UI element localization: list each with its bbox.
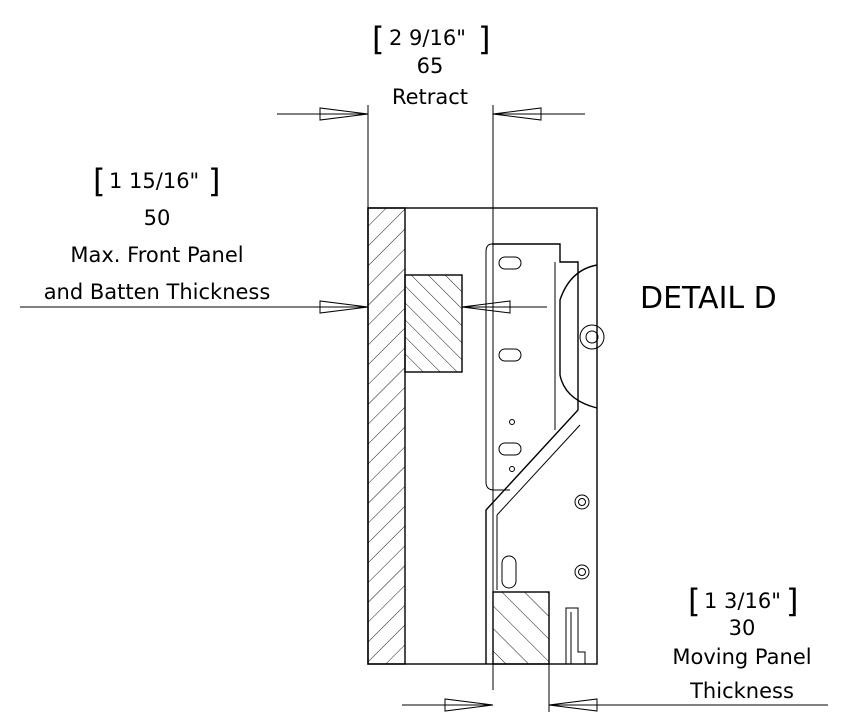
moving-panel-dimension: [ 1 3/16" ] 30 Moving Panel Thickness xyxy=(402,582,828,712)
moving-panel-label-line2: Thickness xyxy=(689,679,794,703)
slot-3 xyxy=(498,442,522,456)
roller-hub xyxy=(579,324,605,350)
front-panel-dimension: [ 1 15/16" ] 50 Max. Front Panel and Bat… xyxy=(20,162,547,314)
front-panel-bracket-right: ] xyxy=(208,162,220,200)
retract-bracket-left: [ xyxy=(372,20,384,58)
front-panel-mm-value: 50 xyxy=(144,206,171,230)
mechanism-bracket xyxy=(485,243,579,664)
retract-label: Retract xyxy=(392,85,468,109)
moving-panel-bracket-right: ] xyxy=(786,582,798,620)
screw-2-inner xyxy=(578,568,586,576)
slot-1 xyxy=(498,256,522,270)
batten-hatched xyxy=(404,274,463,373)
moving-panel-arrow-right xyxy=(548,698,598,712)
roller-wheel xyxy=(559,264,598,409)
roller-hub-inner xyxy=(585,330,599,344)
front-panel-inch-value: 1 15/16" xyxy=(109,169,199,193)
slot-vertical xyxy=(501,555,517,589)
bracket-inner-outline xyxy=(485,243,510,491)
retract-dimension: [ 2 9/16" ] 65 Retract xyxy=(277,20,585,690)
retract-arrow-right xyxy=(492,107,542,121)
front-panel-hatched xyxy=(367,207,406,665)
hole-2 xyxy=(509,466,515,472)
moving-panel-inch-value: 1 3/16" xyxy=(704,589,781,613)
hole-1 xyxy=(509,419,515,425)
detail-label: DETAIL D xyxy=(640,281,777,316)
moving-panel-mm-value: 30 xyxy=(729,616,756,640)
front-panel-arrow-left xyxy=(319,300,369,314)
front-panel-label-line1: Max. Front Panel xyxy=(70,243,243,267)
retract-mm-value: 65 xyxy=(417,54,444,78)
screw-1 xyxy=(574,494,590,510)
assembly-body xyxy=(367,207,605,665)
retract-bracket-right: ] xyxy=(478,20,490,58)
screw-1-inner xyxy=(578,498,586,506)
slot-2 xyxy=(498,348,522,362)
retract-arrow-left xyxy=(319,107,369,121)
moving-panel-bracket-left: [ xyxy=(688,582,700,620)
front-panel-bracket-left: [ xyxy=(93,162,105,200)
lower-right-bracket xyxy=(565,607,586,664)
moving-panel-hatched xyxy=(492,591,550,665)
moving-panel-label-line1: Moving Panel xyxy=(672,645,811,669)
retract-inch-value: 2 9/16" xyxy=(389,26,466,50)
front-panel-label-line2: and Batten Thickness xyxy=(44,280,271,304)
screw-2 xyxy=(574,564,590,580)
bracket-inner-diagonal xyxy=(496,424,581,516)
moving-panel-arrow-left xyxy=(444,698,494,712)
